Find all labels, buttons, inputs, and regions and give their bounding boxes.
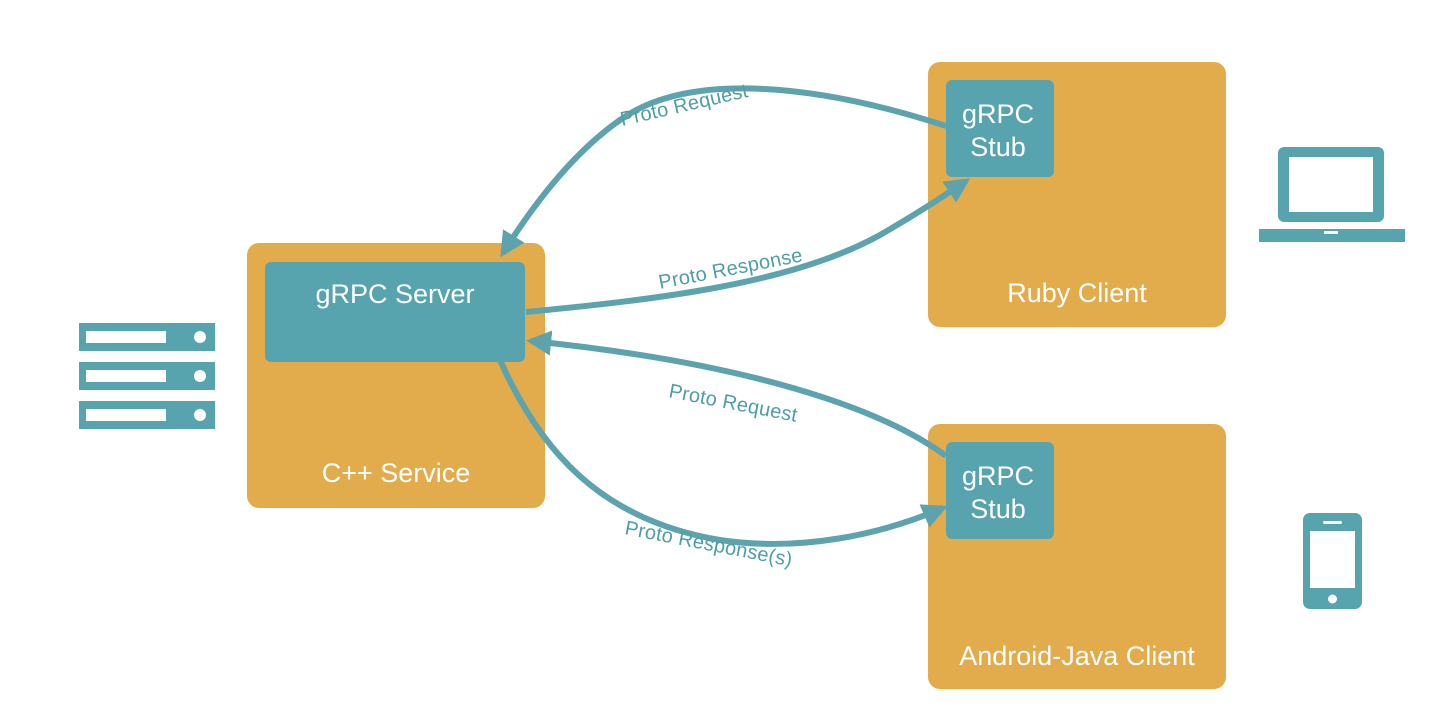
android-grpc-stub-box bbox=[946, 442, 1054, 539]
ruby-client-label: Ruby Client bbox=[1007, 278, 1147, 308]
ruby-stub-label-line1: gRPC bbox=[962, 99, 1034, 129]
laptop-icon bbox=[1259, 147, 1405, 242]
edge-label-android-response: Proto Response(s) bbox=[623, 517, 794, 571]
cpp-service-node: gRPC Server C++ Service bbox=[247, 243, 545, 508]
android-client-node: gRPC Stub Android-Java Client bbox=[928, 424, 1226, 689]
ruby-stub-label-line2: Stub bbox=[970, 132, 1026, 162]
server-rack-icon bbox=[79, 323, 215, 429]
ruby-grpc-stub-box bbox=[946, 80, 1054, 177]
grpc-server-box bbox=[265, 262, 525, 362]
smartphone-icon bbox=[1303, 513, 1362, 609]
arrow-android-request bbox=[525, 330, 948, 459]
cpp-service-label: C++ Service bbox=[322, 458, 471, 488]
edge-label-ruby-request: Proto Request bbox=[618, 80, 750, 131]
android-stub-label-line2: Stub bbox=[970, 494, 1026, 524]
ruby-client-node: gRPC Stub Ruby Client bbox=[928, 62, 1226, 327]
android-client-label: Android-Java Client bbox=[959, 641, 1195, 671]
arrow-ruby-request bbox=[500, 85, 947, 258]
arrow-android-response bbox=[497, 358, 948, 547]
arrow-ruby-response bbox=[525, 178, 971, 315]
grpc-server-label: gRPC Server bbox=[315, 279, 474, 309]
android-stub-label-line1: gRPC bbox=[962, 461, 1034, 491]
